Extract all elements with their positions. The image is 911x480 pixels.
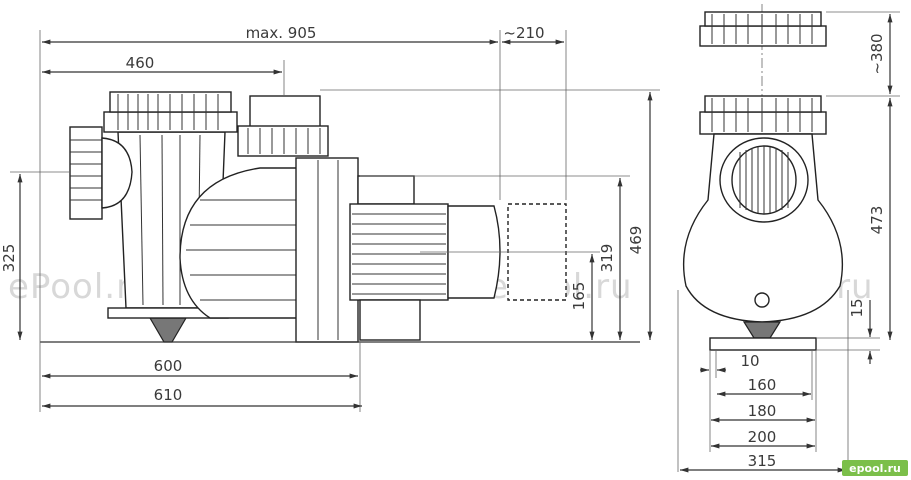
brand-badge-text: epool.ru	[849, 462, 901, 475]
front-base	[709, 337, 817, 351]
lid-grip-ribs	[117, 94, 219, 130]
dim-outlet-height: 469	[627, 226, 645, 255]
dim-base-height: 165	[570, 282, 588, 311]
motor-fins	[352, 213, 446, 295]
brand-badge: epool.ru	[842, 460, 908, 476]
lid-raised-top	[704, 11, 822, 27]
dim-w180: 180	[748, 402, 777, 420]
lid-raised-bottom	[699, 25, 827, 47]
brand-badge-bg	[842, 460, 908, 476]
drain-plug	[148, 317, 188, 343]
dim-w315: 315	[748, 452, 777, 470]
lid-mounted-top	[704, 95, 822, 113]
dim-w10: 10	[740, 352, 759, 370]
motor-foot	[359, 299, 421, 341]
lid-mounted-bottom	[699, 111, 827, 135]
inlet-ribs	[70, 139, 102, 201]
dim-w160: 160	[748, 376, 777, 394]
dim-w200: 200	[748, 428, 777, 446]
front-drain-cone	[742, 321, 782, 339]
dim-length-610: 610	[154, 386, 183, 404]
inlet-grille	[739, 146, 789, 214]
outlet-union	[237, 125, 329, 157]
dim-max-length: max. 905	[246, 24, 317, 42]
side-view	[40, 91, 640, 343]
dim-foot-height: 15	[848, 298, 866, 317]
dim-lid-clearance: ~380	[868, 33, 886, 74]
inlet-neck	[101, 137, 133, 209]
dim-motor-overhang: ~210	[503, 24, 544, 42]
front-view	[682, 4, 844, 351]
seal-plate	[295, 157, 359, 343]
dim-strainer-center: 460	[126, 54, 155, 72]
dim-motor-height: 319	[598, 244, 616, 273]
dim-length-600: 600	[154, 357, 183, 375]
terminal-box	[357, 175, 415, 205]
raised-lid-ribs	[711, 14, 813, 44]
outlet-ribs	[247, 128, 321, 154]
dim-front-height: 473	[868, 206, 886, 235]
dim-inlet-height: 325	[0, 244, 18, 273]
inlet-union	[69, 126, 103, 220]
volute	[179, 167, 301, 319]
drain-screw	[754, 292, 770, 308]
front-dimensions: ~380 473 15 10 160 180 200 315	[677, 11, 900, 473]
mounted-lid-ribs	[711, 98, 813, 132]
side-dimensions: max. 905 ~210 460 600 610 325 469 319 16…	[0, 24, 660, 412]
